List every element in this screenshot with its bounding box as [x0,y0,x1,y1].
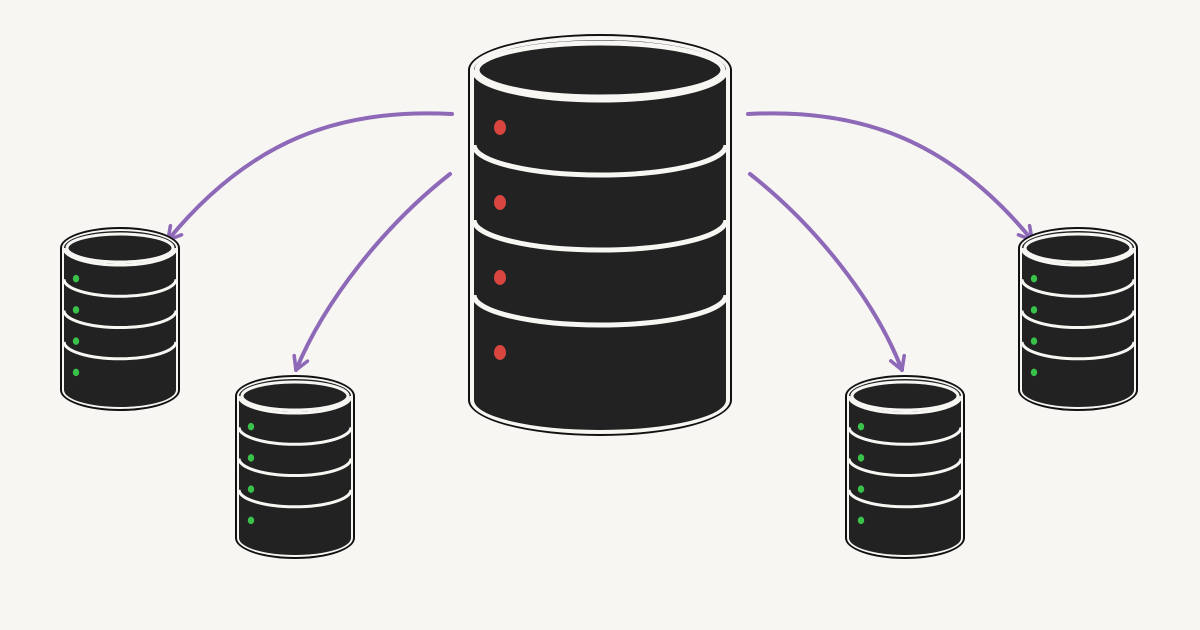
replica-1-disk-separator [62,310,178,329]
primary-database-status-red-dot [494,345,506,360]
replica-1-status-green-dot [72,337,80,345]
replication-arrow-replica-4 [746,111,1034,242]
primary-database-disk-separator [471,144,729,178]
replica-3-lid [850,380,960,412]
replication-arrow-replica-2 [292,172,452,372]
replica-3-disk-separator [847,427,963,446]
replica-1-status-green-dot [72,368,80,377]
replication-arrow-replica-1 [166,111,454,242]
replica-2-body [239,379,351,555]
replica-2-disk-separator [237,458,353,477]
replica-1-disk-separator [62,279,178,298]
replica-3-status-green-dot [857,422,865,431]
replica-2-status-green-dot [247,516,255,525]
replica-3-disk-separator [847,458,963,477]
replica-3-body [849,379,961,555]
replica-1-database-icon [60,227,180,411]
edges-layer [166,111,1034,372]
primary-database-body [474,40,726,430]
replica-1-disk-separator [62,247,178,267]
replica-4-status-green-dot [1030,274,1038,283]
replica-1-status-green-dot [72,306,80,314]
nodes-layer [60,34,1138,559]
primary-database-status-red-dot [494,120,506,135]
replica-4-disk-separator [1020,247,1136,267]
primary-database-status-red-dot [494,195,506,210]
replica-2-status-green-dot [247,422,255,431]
replica-2-database-icon [235,375,355,559]
replica-2-disk-separator [237,395,353,415]
replica-4-disk-separator [1020,279,1136,298]
replica-2-disk-separator [237,427,353,446]
replica-3-status-green-dot [857,516,865,525]
replica-4-status-green-dot [1030,337,1038,345]
primary-database-disk-separator [471,294,729,328]
replica-3-status-green-dot [857,485,865,493]
replica-4-disk-separator [1020,341,1136,361]
replica-1-lid [65,232,175,264]
replica-4-status-green-dot [1030,306,1038,314]
replica-3-status-green-dot [857,454,865,462]
replica-2-status-green-dot [247,485,255,493]
replica-4-database-icon [1018,227,1138,411]
primary-database-lid [474,40,726,100]
primary-database-disk-separator [471,219,729,253]
primary-database-disk-separator [471,69,729,103]
replica-1-status-green-dot [72,274,80,283]
replica-3-disk-separator [847,395,963,415]
replica-2-status-green-dot [247,454,255,462]
replica-4-disk-separator [1020,310,1136,329]
replica-4-body [1022,231,1134,407]
primary-database-database-icon [468,34,732,436]
replica-3-database-icon [845,375,965,559]
replica-1-body [64,231,176,407]
replica-2-lid [240,380,350,412]
replica-3-disk-separator [847,489,963,509]
replica-1-disk-separator [62,341,178,361]
replication-arrow-replica-3 [748,172,906,372]
replica-2-disk-separator [237,489,353,509]
primary-database-status-red-dot [494,270,506,285]
replica-4-lid [1023,232,1133,264]
replica-4-status-green-dot [1030,368,1038,377]
